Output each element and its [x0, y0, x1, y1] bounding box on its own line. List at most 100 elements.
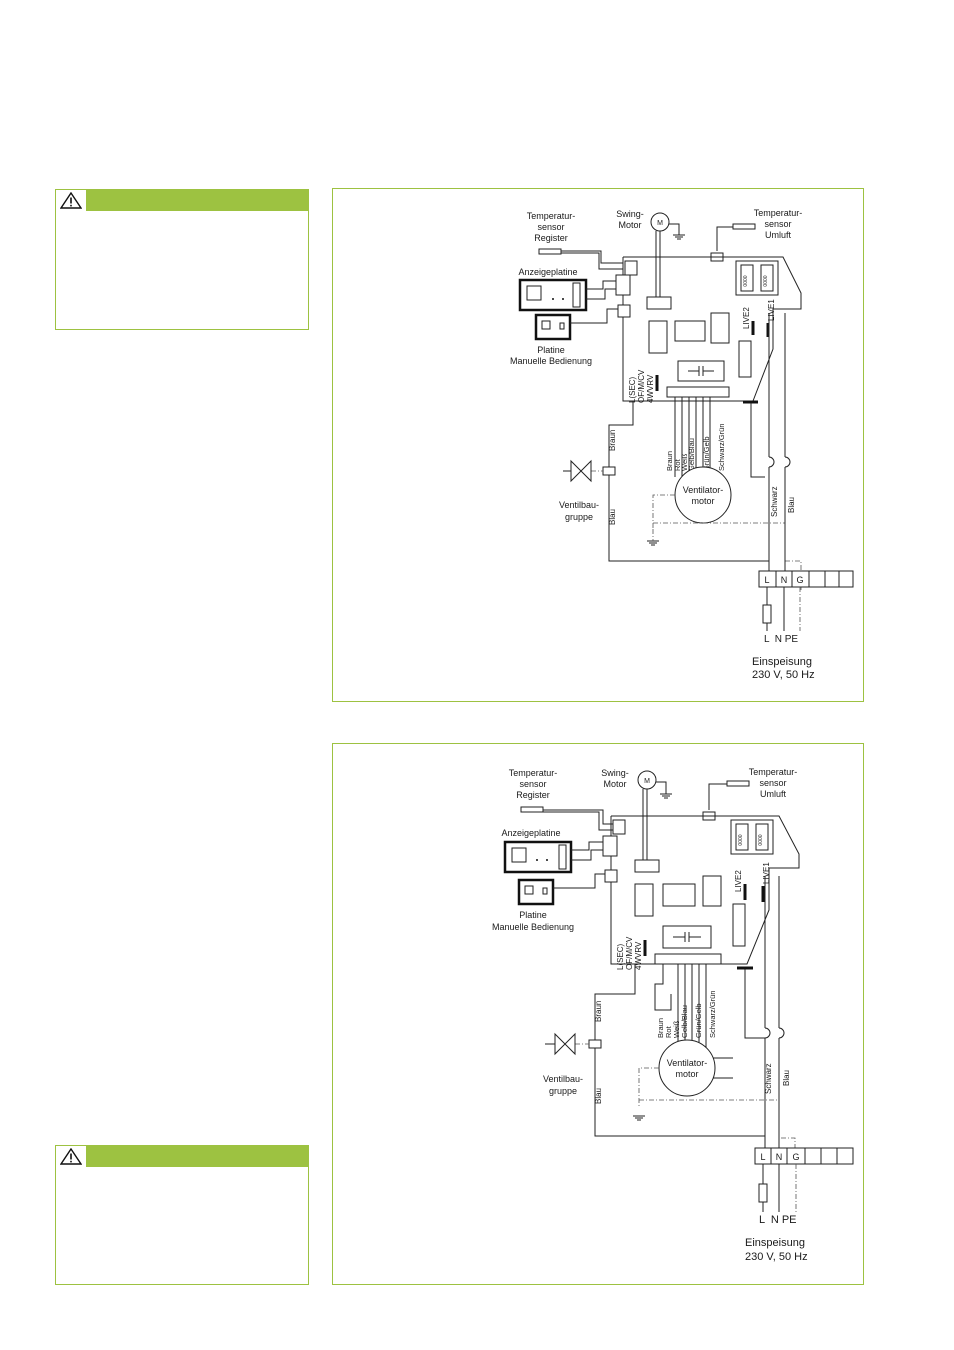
fan-motor-label-1: Ventilator- — [667, 1058, 708, 1068]
fan-motor-label-1: Ventilator- — [683, 485, 724, 495]
fan-motor — [658, 1039, 716, 1097]
wire-blau-label: Blau — [594, 1088, 603, 1104]
warning-box-bottom — [55, 1145, 309, 1285]
mode-label-ofmcv: OF/M/CV — [637, 369, 646, 403]
wiring-diagram-panel-1: Temperatur- sensor Register Swing- Motor… — [332, 188, 864, 702]
connector-manual — [604, 869, 618, 883]
terminal-block — [754, 1147, 854, 1165]
svg-text:0000: 0000 — [758, 834, 764, 845]
warning-icon-cell — [56, 190, 86, 211]
terminal-l: L — [760, 1152, 765, 1162]
valve-symbol — [570, 459, 582, 483]
temp-register-label-1: Temperatur- — [527, 211, 576, 221]
fuse-symbol — [762, 604, 772, 624]
valve-symbol — [554, 1032, 566, 1056]
valve-label-1: Ventilbau- — [559, 500, 599, 510]
temp-register-label-2: sensor — [519, 779, 546, 789]
wiring-diagram-panel-2: Temperatur- sensor Register Swing- Motor… — [332, 743, 864, 1285]
connector-register — [612, 819, 626, 835]
component-a — [648, 320, 668, 354]
fan-wire-schwarzgruen: Schwarz/Grün — [708, 990, 717, 1038]
temp-register-label-1: Temperatur- — [509, 768, 558, 778]
manual-board-label-1: Platine — [519, 910, 547, 920]
temp-umluft-label-1: Temperatur- — [749, 767, 798, 777]
connector-display — [615, 274, 631, 296]
live2-label: LIVE2 — [742, 307, 751, 329]
temp-umluft-label-1: Temperatur- — [754, 208, 803, 218]
wiring-diagram-2: Temperatur- sensor Register Swing- Motor… — [492, 767, 854, 1263]
temp-register-label-3: Register — [534, 233, 568, 243]
fan-wire-gelbblau: Gelb/Blau — [687, 438, 696, 471]
warning-header — [56, 1146, 308, 1167]
live2-label: LIVE2 — [734, 870, 743, 892]
supply-terminal-labels: L N PE — [759, 1214, 797, 1226]
supply-label-1: Einspeisung — [752, 656, 812, 668]
component-d — [732, 903, 746, 947]
supply-label-2: 230 V, 50 Hz — [752, 669, 815, 681]
swing-motor-label-1: Swing- — [616, 209, 644, 219]
connector-register — [624, 260, 638, 276]
temp-umluft-label-3: Umluft — [765, 230, 792, 240]
warning-triangle-icon — [60, 192, 82, 209]
fan-terminal-strip — [666, 386, 730, 398]
fan-wire-rot: Rot — [664, 1025, 673, 1038]
warning-triangle-icon — [60, 1148, 82, 1165]
manual-board-label-2: Manuelle Bedienung — [492, 922, 574, 932]
mode-label-ofmcv: OF/M/CV — [625, 936, 634, 970]
manual-board-label-1: Platine — [537, 345, 565, 355]
temp-register-label-2: sensor — [537, 222, 564, 232]
mode-label-4wvrv: 4WVRV — [646, 374, 655, 403]
temp-register-label-3: Register — [516, 790, 550, 800]
fan-wire-gruengelb: Grün/Gelb — [702, 436, 711, 471]
temp-register-sensor — [520, 806, 544, 813]
warning-icon-cell — [56, 1146, 86, 1167]
terminal-block — [758, 570, 854, 588]
terminal-n: N — [781, 575, 788, 585]
fan-wire-gruengelb: Grün/Gelb — [694, 1003, 703, 1038]
terminal-g: G — [796, 575, 803, 585]
display-board-label: Anzeigeplatine — [501, 828, 560, 838]
temp-umluft-label-2: sensor — [759, 778, 786, 788]
mode-label-4wvrv: 4WVRV — [634, 941, 643, 970]
wire-blau-label: Blau — [608, 509, 617, 525]
valve-label-1: Ventilbau- — [543, 1074, 583, 1084]
temp-register-sensor — [538, 248, 562, 255]
capacitor-block — [662, 925, 712, 949]
terminal-l: L — [764, 575, 769, 585]
connector-manual — [617, 304, 631, 318]
fuse-symbol — [758, 1183, 768, 1203]
fan-motor-label-2: motor — [675, 1069, 698, 1079]
manual-board — [534, 313, 572, 341]
manual-board-label-2: Manuelle Bedienung — [510, 356, 592, 366]
warning-box-top — [55, 189, 309, 330]
fan-wire-rot: Rot — [673, 458, 682, 471]
swing-motor-label-2: Motor — [618, 220, 641, 230]
fan-motor-label-2: motor — [691, 496, 714, 506]
temp-umluft-sensor — [732, 223, 756, 230]
wire-blau2-label: Blau — [787, 497, 796, 513]
valve-connector — [602, 466, 616, 476]
wire-braun-label: Braun — [594, 1001, 603, 1022]
fan-terminal-strip — [654, 953, 722, 965]
capacitor-block — [677, 360, 725, 382]
connector-swing — [646, 296, 672, 310]
supply-label-2: 230 V, 50 Hz — [745, 1251, 808, 1263]
wire-braun-label: Braun — [608, 430, 617, 451]
svg-text:0000: 0000 — [738, 834, 744, 845]
valve-label-2: gruppe — [549, 1086, 577, 1096]
valve-connector — [588, 1039, 602, 1049]
supply-terminal-labels: L N PE — [764, 634, 798, 645]
mode-label-lsec: L(SEC) — [616, 943, 625, 970]
component-b — [674, 320, 706, 342]
connector-display — [602, 835, 618, 857]
mode-label-lsec: L(SEC) — [628, 376, 637, 403]
component-c — [710, 312, 730, 344]
component-b — [662, 883, 696, 907]
component-c — [702, 875, 722, 907]
terminal-g: G — [792, 1152, 799, 1162]
fan-motor — [674, 466, 732, 524]
main-pcb-outline — [622, 256, 802, 402]
valve-label-2: gruppe — [565, 512, 593, 522]
wire-schwarz-label: Schwarz — [764, 1063, 773, 1094]
display-board-label: Anzeigeplatine — [518, 267, 577, 277]
